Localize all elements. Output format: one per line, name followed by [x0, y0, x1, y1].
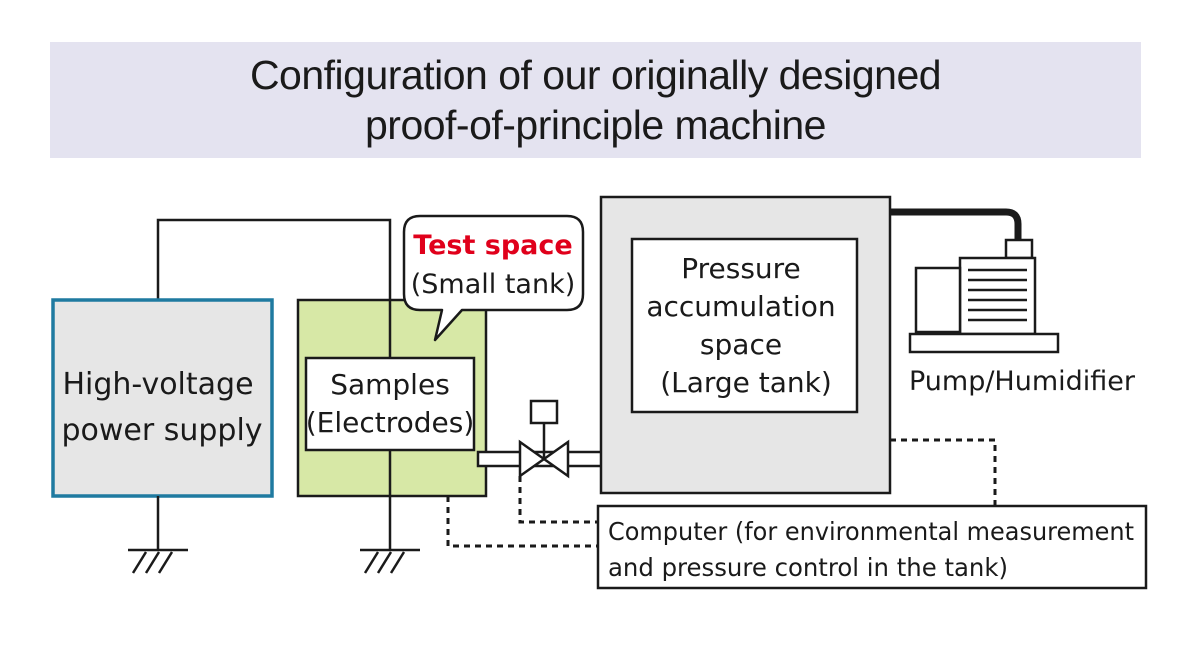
callout-subtitle: (Small tank) — [411, 269, 576, 300]
pressure-label-1: Pressure — [681, 252, 801, 285]
samples-label-2: (Electrodes) — [306, 406, 475, 439]
computer-label-2: and pressure control in the tank) — [608, 553, 1008, 582]
signal-line-valve — [518, 476, 598, 524]
ground-icon — [360, 548, 420, 574]
supply-wire — [156, 218, 392, 300]
pressure-space-box — [630, 237, 859, 414]
title-line-2: proof-of-principle machine — [364, 102, 827, 148]
signal-line-large-tank — [890, 438, 997, 506]
signal-line-test-space — [446, 496, 598, 548]
power-supply-label-1: High-voltage — [62, 367, 253, 402]
ground-icon — [128, 548, 188, 574]
samples-box — [304, 356, 476, 452]
computer-label-1: Computer (for environmental measurement — [608, 517, 1134, 546]
pressure-label-3: space — [700, 328, 782, 361]
callout-title: Test space — [413, 230, 572, 261]
title-banner: Configuration of our originally designed… — [50, 42, 1141, 158]
pressure-accumulation-space: Pressure accumulation space (Large tank) — [630, 237, 859, 414]
pump-icon — [908, 238, 1060, 354]
signal-lines — [446, 438, 997, 548]
valve-icon — [518, 399, 570, 479]
power-supply: High-voltage power supply — [51, 298, 274, 498]
pressure-label-4: (Large tank) — [660, 366, 832, 399]
samples-label-1: Samples — [330, 368, 450, 401]
samples: Samples (Electrodes) — [304, 356, 476, 452]
pressure-label-2: accumulation — [646, 290, 835, 323]
computer-box — [596, 504, 1148, 590]
pump-label: Pump/Humidifier — [909, 366, 1136, 397]
power-supply-label-2: power supply — [61, 413, 262, 448]
callout-bubble — [402, 214, 585, 342]
title-line-1: Configuration of our originally designed — [249, 52, 942, 98]
test-space-callout: Test space (Small tank) — [402, 214, 585, 342]
pump-hose — [890, 208, 1022, 240]
computer: Computer (for environmental measurement … — [596, 504, 1148, 590]
power-supply-box — [51, 298, 274, 498]
